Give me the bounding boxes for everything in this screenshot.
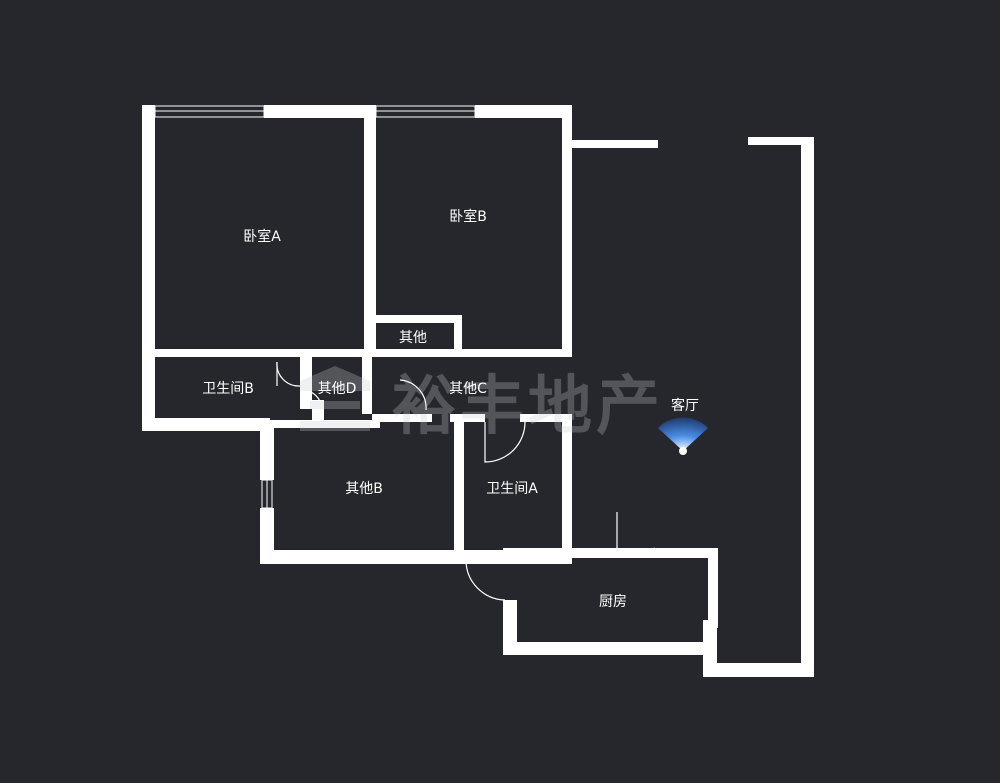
- room-label-other-c: 其他C: [449, 381, 487, 397]
- room-label-bedroom-a: 卧室A: [243, 229, 281, 245]
- walls: [142, 105, 814, 677]
- windows: [154, 105, 476, 509]
- camera-icon: [658, 417, 708, 455]
- room-label-kitchen: 厨房: [599, 594, 627, 610]
- doors: [276, 361, 656, 601]
- room-label-bedroom-b: 卧室B: [449, 209, 487, 225]
- room-label-bathroom-a: 卫生间A: [486, 481, 538, 497]
- room-label-living-room: 客厅: [671, 398, 699, 414]
- room-label-other-b: 其他B: [345, 481, 383, 497]
- room-label-bathroom-b: 卫生间B: [202, 381, 254, 397]
- room-label-other: 其他: [399, 330, 427, 346]
- room-label-other-d: 其他D: [317, 381, 357, 397]
